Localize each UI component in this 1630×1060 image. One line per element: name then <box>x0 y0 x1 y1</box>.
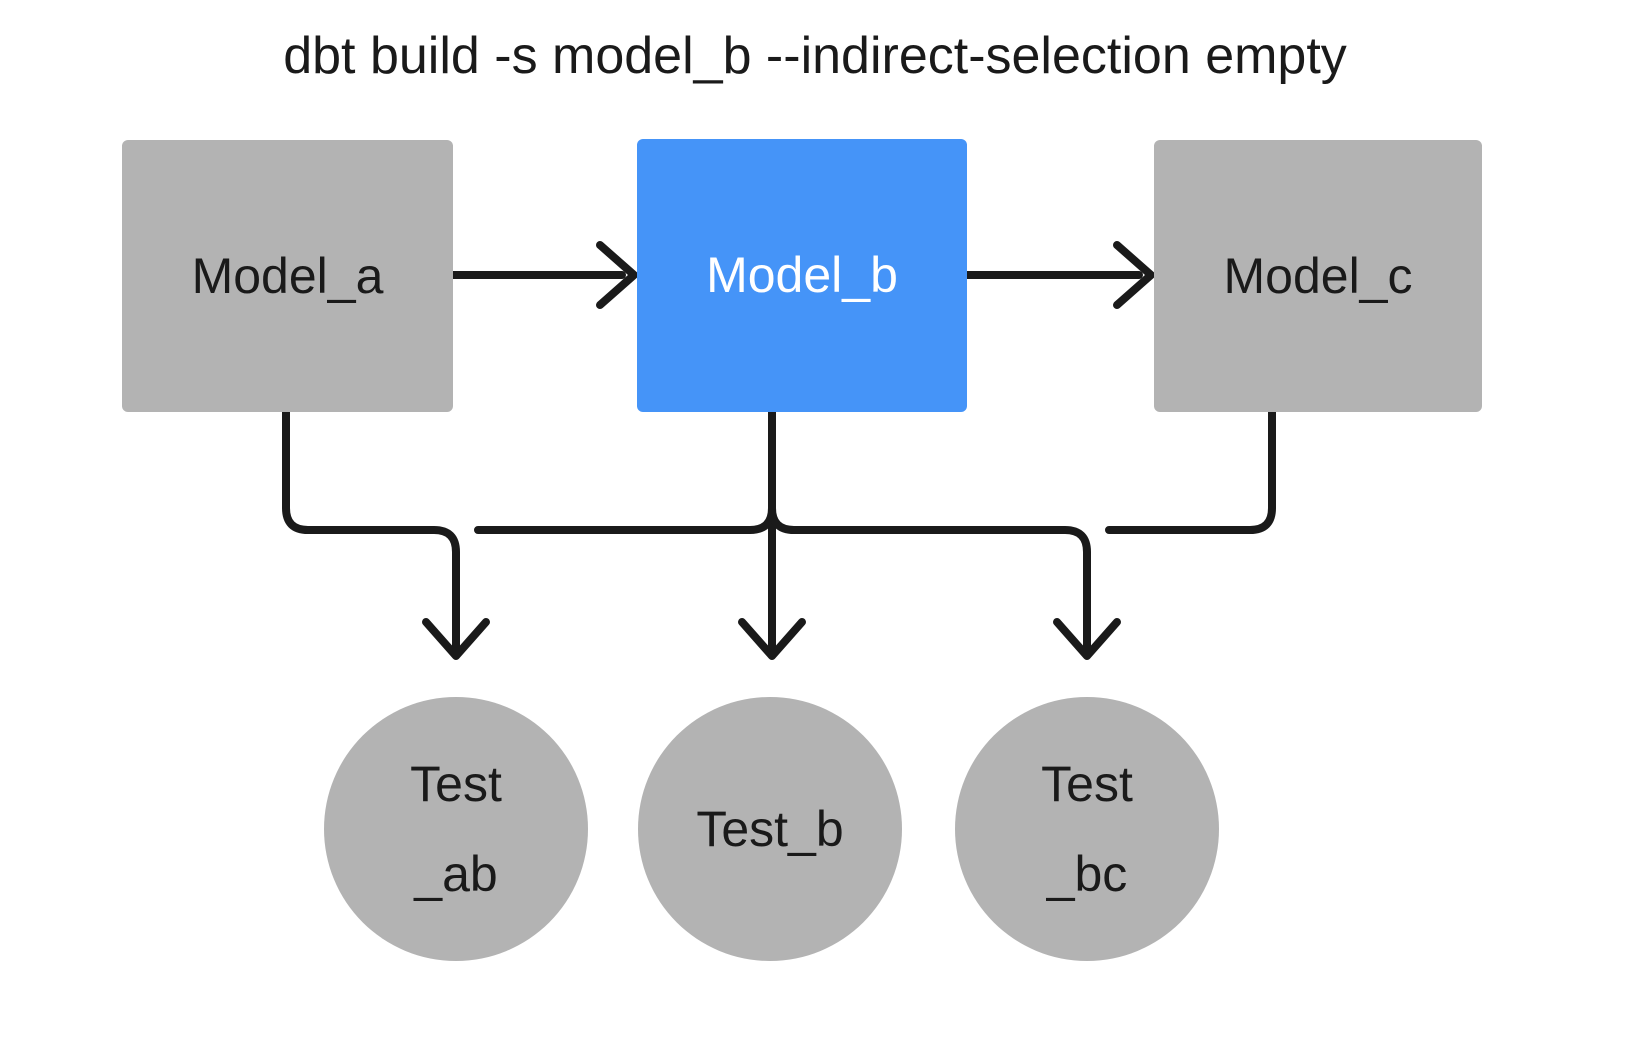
node-test-bc-label-line2: _bc <box>1046 846 1128 902</box>
node-model-b-label: Model_b <box>706 247 898 303</box>
node-test-b-label-line1: Test_b <box>696 800 844 857</box>
node-model-c-label: Model_c <box>1223 247 1413 304</box>
node-test-ab-label-line1: Test <box>410 755 502 812</box>
node-test-bc[interactable]: Test _bc <box>955 697 1219 961</box>
node-test-ab[interactable]: Test _ab <box>324 697 588 961</box>
edge-model-c-to-test-bc <box>1105 408 1276 534</box>
edge-model-b-to-test-ab <box>474 408 776 534</box>
node-test-b[interactable]: Test_b <box>638 697 902 961</box>
node-test-ab-label-line2: _ab <box>414 846 498 902</box>
node-model-c[interactable]: Model_c <box>1154 140 1482 412</box>
node-model-a-label: Model_a <box>191 247 384 304</box>
node-model-a[interactable]: Model_a <box>122 140 453 412</box>
edge-model-a-to-model-b <box>449 241 638 309</box>
node-test-bc-label-line1: Test <box>1041 755 1133 812</box>
diagram-title: dbt build -s model_b --indirect-selectio… <box>283 27 1347 85</box>
edge-model-b-to-model-c <box>963 241 1155 309</box>
edge-model-a-to-test-ab <box>282 408 490 660</box>
node-model-b[interactable]: Model_b <box>637 139 967 412</box>
edge-model-b-to-test-bc <box>768 408 1121 660</box>
